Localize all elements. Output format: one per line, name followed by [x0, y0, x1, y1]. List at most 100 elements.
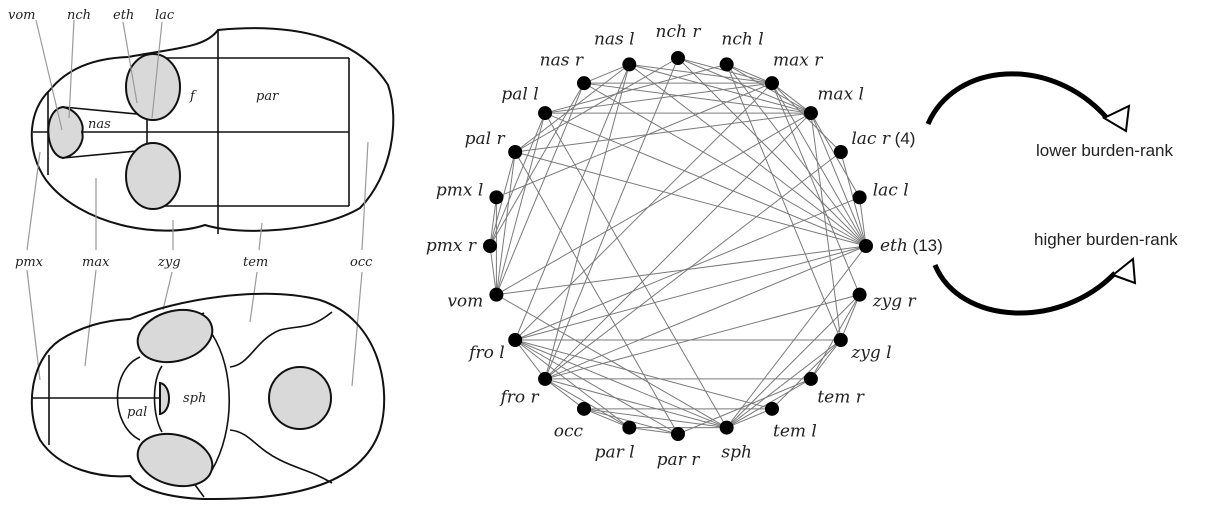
- network-node-label: par l: [595, 443, 635, 463]
- network-node: [622, 57, 637, 72]
- label-nas: nas: [88, 117, 111, 132]
- network-edge: [514, 82, 773, 341]
- network-node: [671, 427, 685, 441]
- network-edge: [810, 112, 867, 247]
- middle-labels: pmx max zyg tem occ: [15, 255, 373, 270]
- label-tem: tem: [243, 255, 268, 270]
- skull-outline-top: [30, 27, 395, 232]
- network-node: [803, 371, 818, 386]
- network-node-label: lac r (4): [851, 129, 915, 149]
- network-edge: [496, 82, 773, 198]
- network-edge: [629, 63, 812, 114]
- vomer-region: [47, 105, 84, 160]
- network-node-label: nch l: [721, 29, 763, 49]
- palatine-suture: [116, 356, 141, 441]
- network-edge: [726, 63, 773, 84]
- network-node: [577, 401, 591, 416]
- network-edge: [495, 151, 516, 295]
- network-edge: [515, 112, 812, 153]
- network-node-label: fro r: [498, 387, 539, 407]
- network-edge: [544, 82, 773, 114]
- network-edge: [544, 294, 860, 380]
- network-node: [719, 57, 734, 72]
- network-edge: [629, 427, 679, 435]
- network-edge: [489, 82, 585, 247]
- label-lac: lac: [155, 8, 175, 23]
- network-edge: [629, 63, 773, 84]
- network-node: [489, 287, 504, 302]
- network-edge: [489, 245, 497, 295]
- network-edge: [544, 378, 727, 429]
- network-edge: [515, 245, 867, 341]
- network-node-label: eth (13): [880, 236, 943, 256]
- network-edge: [544, 151, 842, 380]
- network-edge: [583, 82, 867, 247]
- temporal-suture: [189, 311, 333, 368]
- network-edge: [726, 64, 842, 341]
- nasal-bone: [62, 106, 148, 159]
- network-edge: [496, 112, 812, 296]
- network-edge: [496, 245, 867, 296]
- network-edge: [810, 339, 842, 380]
- network-edge: [515, 339, 773, 410]
- network-node-label: vom: [447, 291, 483, 311]
- network-edge: [544, 64, 630, 380]
- network-node-label: occ: [554, 421, 584, 441]
- network-edge: [583, 82, 812, 114]
- label-vom: vom: [8, 8, 36, 23]
- network-edge: [726, 408, 773, 429]
- network-edge: [544, 63, 727, 114]
- zygomatic-fossa-upper: [136, 308, 214, 364]
- network-node: [538, 106, 553, 121]
- skull-ventral-view: pal sph: [30, 292, 386, 501]
- label-eth: eth: [113, 8, 134, 23]
- network-node-label: tem r: [817, 387, 864, 407]
- network-node-label: tem l: [773, 421, 817, 441]
- network-edge: [515, 151, 867, 247]
- network-edge: [677, 57, 812, 114]
- network-node-label: lac l: [873, 181, 909, 201]
- network-edge: [514, 339, 546, 380]
- network-edge: [726, 294, 860, 428]
- network-node: [803, 106, 818, 121]
- leader-lines-middle: [26, 141, 369, 251]
- network-edge: [859, 197, 867, 247]
- label-pmx: pmx: [15, 255, 44, 270]
- network-node: [508, 333, 523, 347]
- network-edge: [514, 151, 679, 435]
- zygomatic-fossa-lower: [136, 432, 214, 488]
- network-node-label: sph: [721, 443, 752, 463]
- network-node: [852, 190, 867, 205]
- network-node: [671, 51, 685, 65]
- arrow-lower-burden: lower burden-rank: [925, 71, 1174, 160]
- network-node: [833, 145, 848, 159]
- network-edge: [726, 64, 867, 247]
- label-pal: pal: [127, 405, 147, 420]
- skull-outline-bottom: [30, 292, 386, 501]
- network-edge: [677, 378, 812, 435]
- network-edge: [514, 339, 727, 429]
- network-node: [765, 76, 779, 91]
- leader-lines-top: [35, 19, 163, 131]
- network-edge: [514, 196, 860, 341]
- network-edge: [544, 112, 812, 380]
- network-edge: [771, 82, 867, 247]
- network-node: [577, 76, 591, 91]
- network-edge: [495, 82, 585, 295]
- network-node-label: nas l: [594, 29, 635, 49]
- network-edge: [810, 112, 842, 341]
- network-edge: [544, 57, 679, 380]
- curved-arrow-shaft: [925, 71, 1108, 126]
- network-edge: [544, 245, 867, 380]
- hollow-arrowhead-icon: [1110, 257, 1137, 285]
- network-node: [765, 401, 779, 416]
- network-node: [622, 420, 637, 435]
- burden-count: (13): [908, 236, 943, 255]
- network-edge: [495, 112, 546, 295]
- burden-count: (4): [890, 129, 916, 148]
- network-edge: [544, 112, 728, 428]
- network-edge: [726, 339, 842, 428]
- label-f: f: [189, 89, 197, 104]
